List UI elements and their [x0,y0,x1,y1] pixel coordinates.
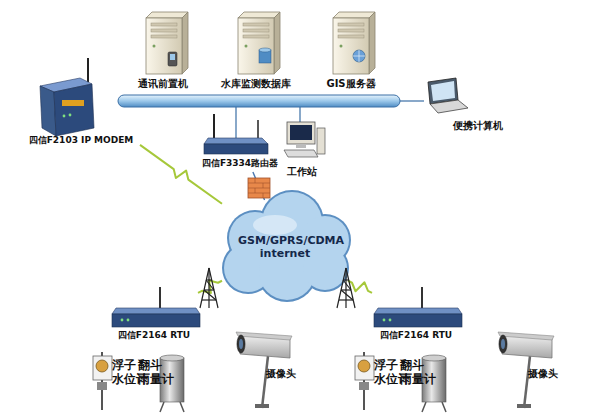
device-node: 摄像头 [232,330,302,405]
device-node: 四信F2164 RTU [110,286,198,344]
device-label: 便携计算机 [448,120,508,132]
device-label: 摄像头 [528,368,568,380]
device-label: GIS服务器 [315,78,387,90]
device-node: 四信F2164 RTU [372,286,460,344]
device-node: 便携计算机 [418,76,510,136]
device-label: 翻斗 雨量计 [138,358,174,387]
device-label: 四信F2164 RTU [110,330,198,341]
device-node: 四信F2103 IP MODEM [22,55,140,150]
device-label: 翻斗 雨量计 [400,358,436,387]
device-node: 工作站 [278,118,326,180]
device-label: 四信F2103 IP MODEM [22,135,140,146]
device-node: GIS服务器 [315,8,387,92]
device-node: 翻斗 雨量计 [400,350,450,412]
device-node: GSM/GPRS/CDMA internet [222,200,348,298]
device-label: 四信F3334路由器 [198,158,282,169]
device-label: 工作站 [278,166,326,178]
device-node: 浮子 水位计 [86,350,144,412]
device-label: 摄像头 [266,368,306,380]
wireless-link [198,281,222,294]
device-node: 摄像头 [494,330,564,405]
device-label: 水库监测数据库 [220,78,292,90]
device-node: 水库监测数据库 [220,8,292,92]
device-node: 四信F3334路由器 [198,110,282,172]
device-node: 通讯前置机 [128,8,198,92]
device-label: GSM/GPRS/CDMA internet [238,234,332,260]
device-label: 四信F2164 RTU [372,330,460,341]
device-node: 翻斗 雨量计 [138,350,188,412]
device-label: 通讯前置机 [128,78,198,90]
device-node: 浮子 水位计 [348,350,406,412]
